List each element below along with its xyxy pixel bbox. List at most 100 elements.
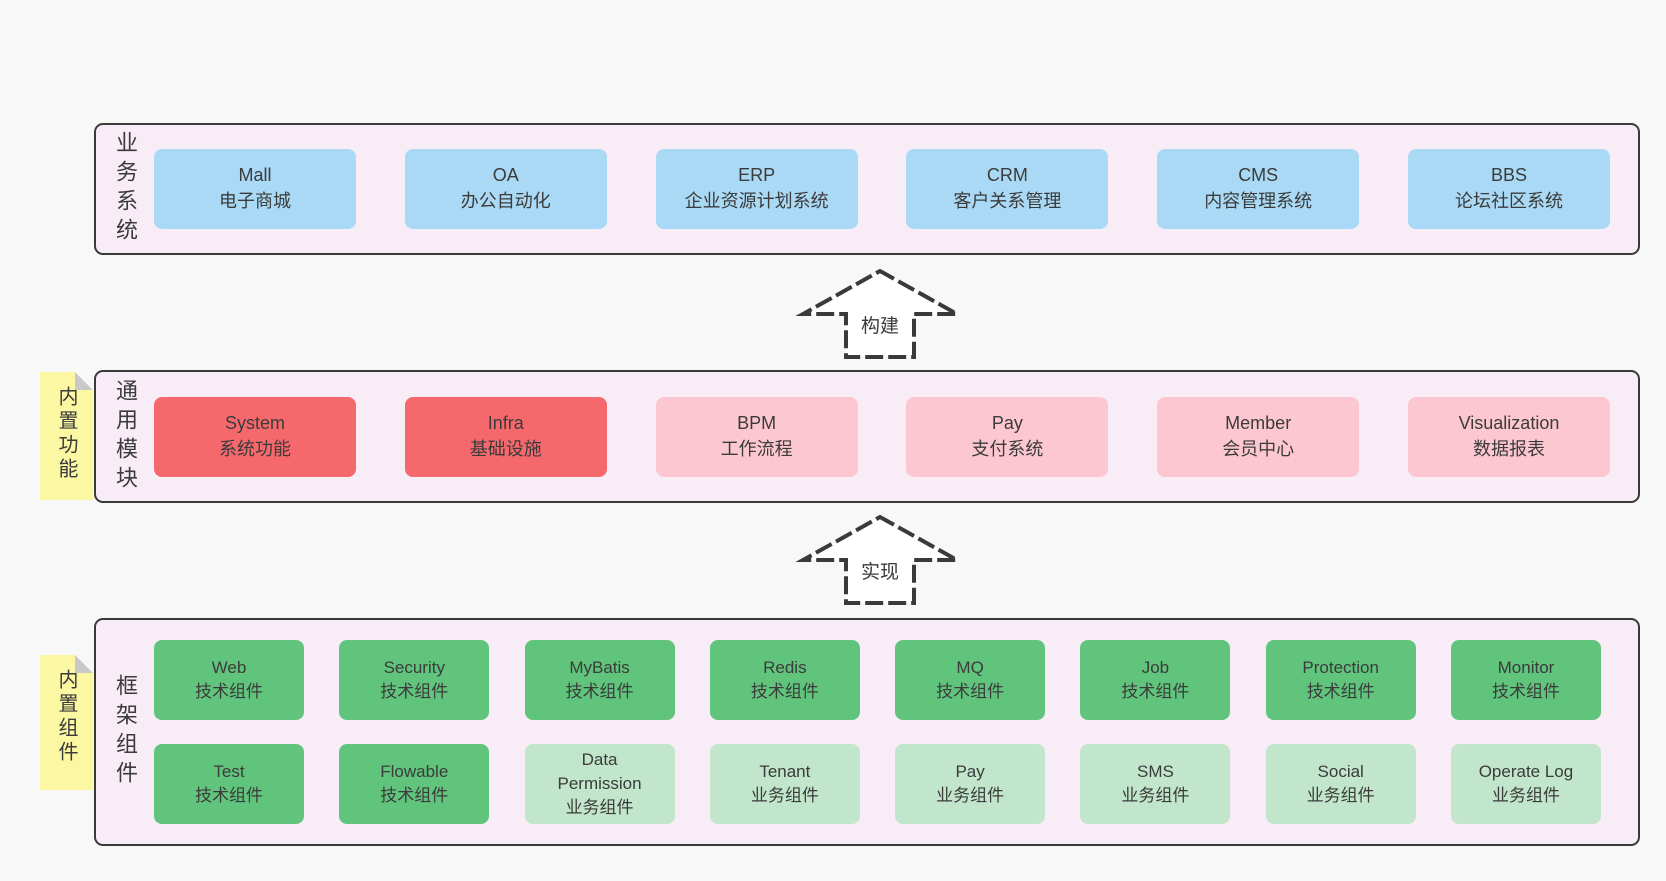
bpm-box: BPM 工作流程 — [655, 396, 858, 477]
box-title: BPM — [737, 412, 777, 433]
mall-box: Mall 电子商城 — [154, 149, 356, 229]
box-subtitle: 业务组件 — [750, 786, 819, 805]
framework-components-grid: Web 技术组件 Security 技术组件 MyBatis 技术组件 Redi… — [154, 640, 1638, 824]
box-title: Data Permission — [557, 749, 642, 793]
box-subtitle: 技术组件 — [565, 682, 634, 701]
framework-components-label: 框架组件 — [96, 674, 154, 790]
common-modules-row: System 系统功能 Infra 基础设施 BPM 工作流程 Pay 支付系统… — [154, 396, 1638, 477]
box-subtitle: 办公自动化 — [460, 191, 551, 211]
tenant-box: Tenant 业务组件 — [709, 744, 860, 824]
data-permission-box: Data Permission 业务组件 — [524, 744, 675, 824]
operate-log-box: Operate Log 业务组件 — [1450, 744, 1601, 824]
box-subtitle: 技术组件 — [1491, 682, 1560, 701]
box-title: Operate Log — [1478, 761, 1574, 781]
redis-box: Redis 技术组件 — [709, 640, 860, 720]
crm-box: CRM 客户关系管理 — [906, 149, 1109, 229]
box-title: CMS — [1238, 165, 1279, 186]
box-title: Test — [213, 761, 245, 781]
pay-business-box: Pay 业务组件 — [895, 744, 1046, 824]
box-title: Redis — [763, 657, 807, 677]
business-components-row: Test 技术组件 Flowable 技术组件 Data Permission … — [154, 744, 1601, 824]
implement-arrow-label: 实现 — [861, 561, 899, 583]
monitor-box: Monitor 技术组件 — [1450, 640, 1601, 720]
box-title: BBS — [1490, 165, 1527, 186]
box-title: Member — [1225, 412, 1292, 433]
business-systems-panel: 业务系统 Mall 电子商城 OA 办公自动化 ERP 企业资源计划系统 CRM… — [94, 123, 1640, 255]
member-box: Member 会员中心 — [1157, 396, 1360, 477]
implement-arrow: 实现 — [795, 512, 965, 608]
box-subtitle: 工作流程 — [720, 438, 793, 459]
box-subtitle: 技术组件 — [195, 682, 263, 701]
box-subtitle: 基础设施 — [469, 438, 542, 459]
box-title: Security — [383, 657, 445, 677]
mq-box: MQ 技术组件 — [895, 640, 1046, 720]
box-title: Visualization — [1458, 412, 1560, 433]
dashed-up-arrow-icon: 实现 — [795, 514, 965, 605]
mybatis-box: MyBatis 技术组件 — [524, 640, 675, 720]
flowable-box: Flowable 技术组件 — [339, 744, 490, 824]
social-box: Social 业务组件 — [1265, 744, 1416, 824]
box-title: Social — [1317, 761, 1364, 781]
panel-label-text: 框架组件 — [113, 674, 138, 790]
box-subtitle: 业务组件 — [1306, 786, 1375, 805]
builtin-features-sticky-note: 内置功能 — [40, 372, 93, 500]
box-subtitle: 客户关系管理 — [953, 191, 1062, 211]
box-subtitle: 技术组件 — [1121, 682, 1190, 701]
box-title: OA — [492, 165, 519, 186]
job-box: Job 技术组件 — [1080, 640, 1231, 720]
box-title: Tenant — [759, 761, 811, 781]
security-box: Security 技术组件 — [339, 640, 490, 720]
oa-box: OA 办公自动化 — [404, 149, 607, 229]
box-subtitle: 技术组件 — [380, 682, 449, 701]
box-title: Pay — [991, 412, 1023, 433]
sticky-fold-corner-icon — [75, 655, 93, 673]
box-subtitle: 业务组件 — [936, 786, 1005, 805]
pay-module-box: Pay 支付系统 — [906, 396, 1109, 477]
box-subtitle: 会员中心 — [1222, 438, 1295, 459]
box-title: MQ — [956, 657, 984, 677]
test-box: Test 技术组件 — [154, 744, 304, 824]
sticky-label: 内置组件 — [55, 669, 77, 765]
system-box: System 系统功能 — [154, 396, 356, 477]
box-title: ERP — [738, 165, 776, 186]
box-subtitle: 业务组件 — [565, 798, 634, 818]
box-title: Monitor — [1497, 657, 1555, 677]
box-subtitle: 支付系统 — [971, 438, 1044, 459]
box-subtitle: 内容管理系统 — [1204, 191, 1313, 211]
build-arrow: 构建 — [795, 266, 965, 362]
cms-box: CMS 内容管理系统 — [1157, 149, 1360, 229]
box-title: Infra — [487, 412, 524, 433]
box-title: MyBatis — [569, 657, 630, 677]
box-subtitle: 数据报表 — [1472, 438, 1545, 459]
panel-label-text: 业务系统 — [113, 131, 138, 247]
box-subtitle: 技术组件 — [380, 786, 449, 805]
erp-box: ERP 企业资源计划系统 — [655, 149, 858, 229]
box-subtitle: 技术组件 — [195, 786, 263, 805]
box-title: Pay — [955, 761, 985, 781]
box-title: Protection — [1302, 657, 1379, 677]
visualization-box: Visualization 数据报表 — [1407, 396, 1610, 477]
bbs-box: BBS 论坛社区系统 — [1407, 149, 1610, 229]
business-systems-label: 业务系统 — [96, 131, 154, 247]
sticky-label: 内置功能 — [55, 386, 77, 482]
box-title: CRM — [986, 165, 1028, 186]
box-title: SMS — [1136, 761, 1174, 781]
sms-box: SMS 业务组件 — [1080, 744, 1231, 824]
box-subtitle: 电子商城 — [219, 191, 291, 211]
box-title: Flowable — [380, 761, 449, 781]
protection-box: Protection 技术组件 — [1265, 640, 1416, 720]
panel-label-text: 通用模块 — [113, 378, 138, 495]
box-subtitle: 技术组件 — [936, 682, 1005, 701]
box-subtitle: 企业资源计划系统 — [684, 191, 829, 211]
builtin-components-sticky-note: 内置组件 — [40, 655, 93, 790]
infra-box: Infra 基础设施 — [404, 396, 607, 477]
sticky-fold-corner-icon — [75, 372, 93, 390]
box-title: System — [224, 412, 285, 433]
box-subtitle: 技术组件 — [750, 682, 819, 701]
box-subtitle: 技术组件 — [1306, 682, 1375, 701]
common-modules-label: 通用模块 — [96, 379, 154, 495]
build-arrow-label: 构建 — [861, 315, 899, 337]
tech-components-row: Web 技术组件 Security 技术组件 MyBatis 技术组件 Redi… — [154, 640, 1601, 720]
box-subtitle: 业务组件 — [1121, 786, 1190, 805]
